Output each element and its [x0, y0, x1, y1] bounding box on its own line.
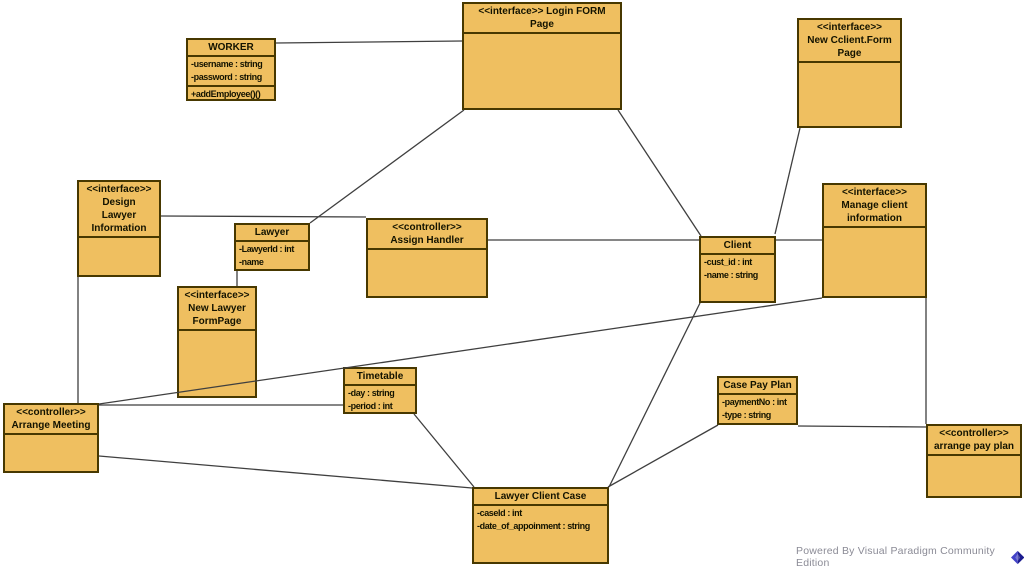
class-name: Design [102, 197, 136, 208]
attribute: -paymentNo : int [722, 397, 787, 407]
attribute: -day : string [348, 388, 395, 398]
class-node-timetable[interactable]: Timetable -day : string -period : int [343, 367, 417, 414]
class-name: Manage client [841, 200, 908, 211]
class-node-client[interactable]: Client -cust_id : int -name : string [699, 236, 776, 303]
class-node-arrange-pay-plan[interactable]: <<controller>> arrange pay plan [926, 424, 1022, 498]
empty-compartment [928, 456, 1020, 496]
class-node-arrange-meeting[interactable]: <<controller>> Arrange Meeting [3, 403, 99, 473]
class-node-assign-handler[interactable]: <<controller>> Assign Handler [366, 218, 488, 298]
class-header: Case Pay Plan [719, 378, 796, 395]
class-name: Lawyer [101, 210, 137, 221]
attribute: -type : string [722, 410, 771, 420]
attributes-compartment: -paymentNo : int -type : string [719, 395, 796, 423]
attribute: -password : string [191, 72, 262, 82]
connector-case-pay-plan--lawyer-client-case[interactable] [607, 424, 719, 488]
watermark: Powered By Visual Paradigm Community Edi… [796, 545, 1024, 569]
class-node-worker[interactable]: WORKER -username : string -password : stri… [186, 38, 276, 101]
class-name: Lawyer [254, 227, 290, 238]
connector-new-cclient-form-page--client[interactable] [774, 127, 801, 235]
connector-arrange-meeting--lawyer-client-case[interactable] [98, 455, 473, 489]
empty-compartment [79, 238, 159, 275]
class-header: Client [701, 238, 774, 255]
class-stereotype: <<interface>> [816, 22, 883, 33]
class-node-case-pay-plan[interactable]: Case Pay Plan -paymentNo : int -type : str… [717, 376, 798, 425]
class-name: Lawyer Client Case [494, 491, 587, 502]
class-header: WORKER [188, 40, 274, 57]
attributes-compartment: -cust_id : int -name : string [701, 255, 774, 301]
class-header: Timetable [345, 369, 415, 386]
connector-login-form-page--lawyer[interactable] [309, 109, 465, 224]
class-name: WORKER [208, 42, 254, 53]
class-name: Timetable [356, 371, 404, 382]
class-name: New Cclient.Form [807, 35, 892, 46]
class-stereotype: <<interface>> [841, 187, 908, 198]
class-header: Lawyer Client Case [474, 489, 607, 506]
empty-compartment [5, 435, 97, 471]
class-header: <<interface>> Manage client information [824, 185, 925, 228]
class-stereotype: <<interface>> Login FORM [478, 6, 606, 17]
attributes-compartment: -username : string -password : string [188, 57, 274, 85]
class-name: Information [91, 223, 147, 234]
class-header: <<controller>> Arrange Meeting [5, 405, 97, 435]
attribute: -cust_id : int [704, 257, 752, 267]
empty-compartment [799, 63, 900, 126]
class-node-login-form-page[interactable]: <<interface>> Login FORM Page [462, 2, 622, 110]
connector-design-lawyer-information--assign-handler[interactable] [160, 215, 367, 218]
connector-login-form-page--client[interactable] [617, 109, 702, 237]
class-header: Lawyer [236, 225, 308, 242]
class-name: arrange pay plan [933, 441, 1015, 452]
attributes-compartment: -LawyerId : int -name [236, 242, 308, 269]
class-name: Assign Handler [390, 235, 464, 246]
class-name: information [847, 213, 902, 224]
attribute: -period : int [348, 401, 393, 411]
class-stereotype: <<interface>> [184, 290, 250, 301]
class-name: Page [530, 19, 554, 30]
connector-client--lawyer-client-case[interactable] [608, 302, 701, 488]
attributes-compartment: -caseId : int -date_of_appoinment : strin… [474, 506, 607, 562]
class-header: <<controller>> Assign Handler [368, 220, 486, 250]
visual-paradigm-diamond-logo-icon [1010, 550, 1024, 564]
class-stereotype: <<controller>> [939, 428, 1009, 439]
class-node-manage-client-information[interactable]: <<interface>> Manage client information [822, 183, 927, 298]
class-name: Client [723, 240, 752, 251]
empty-compartment [824, 228, 925, 296]
attribute: -name [239, 257, 264, 267]
operation: +addEmployee()() [191, 89, 261, 99]
attribute: -caseId : int [477, 508, 522, 518]
class-stereotype: <<controller>> [16, 407, 86, 418]
connector-case-pay-plan--arrange-pay-plan[interactable] [797, 425, 927, 428]
attribute: -date_of_appoinment : string [477, 521, 590, 531]
attributes-compartment: -day : string -period : int [345, 386, 415, 412]
operations-compartment: +addEmployee()() [188, 85, 274, 99]
class-header: <<controller>> arrange pay plan [928, 426, 1020, 456]
connector-worker--login-form-page[interactable] [275, 40, 463, 44]
class-node-lawyer-client-case[interactable]: Lawyer Client Case -caseId : int -date_of_… [472, 487, 609, 564]
class-name: Case Pay Plan [723, 380, 792, 391]
attribute: -name : string [704, 270, 758, 280]
class-header: <<interface>> Login FORM Page [464, 4, 620, 34]
watermark-text: Powered By Visual Paradigm Community Edi… [796, 545, 996, 569]
empty-compartment [464, 34, 620, 108]
attribute: -username : string [191, 59, 263, 69]
class-name: New Lawyer [188, 303, 246, 314]
empty-compartment [368, 250, 486, 296]
class-name: Page [837, 48, 862, 59]
class-stereotype: <<interface>> [86, 184, 152, 195]
attribute: -LawyerId : int [239, 244, 295, 254]
class-name: FormPage [192, 316, 242, 327]
empty-compartment [179, 331, 255, 396]
class-name: Arrange Meeting [11, 420, 91, 431]
class-node-lawyer[interactable]: Lawyer -LawyerId : int -name [234, 223, 310, 271]
class-stereotype: <<controller>> [392, 222, 462, 233]
connector-timetable--lawyer-client-case[interactable] [413, 413, 475, 488]
